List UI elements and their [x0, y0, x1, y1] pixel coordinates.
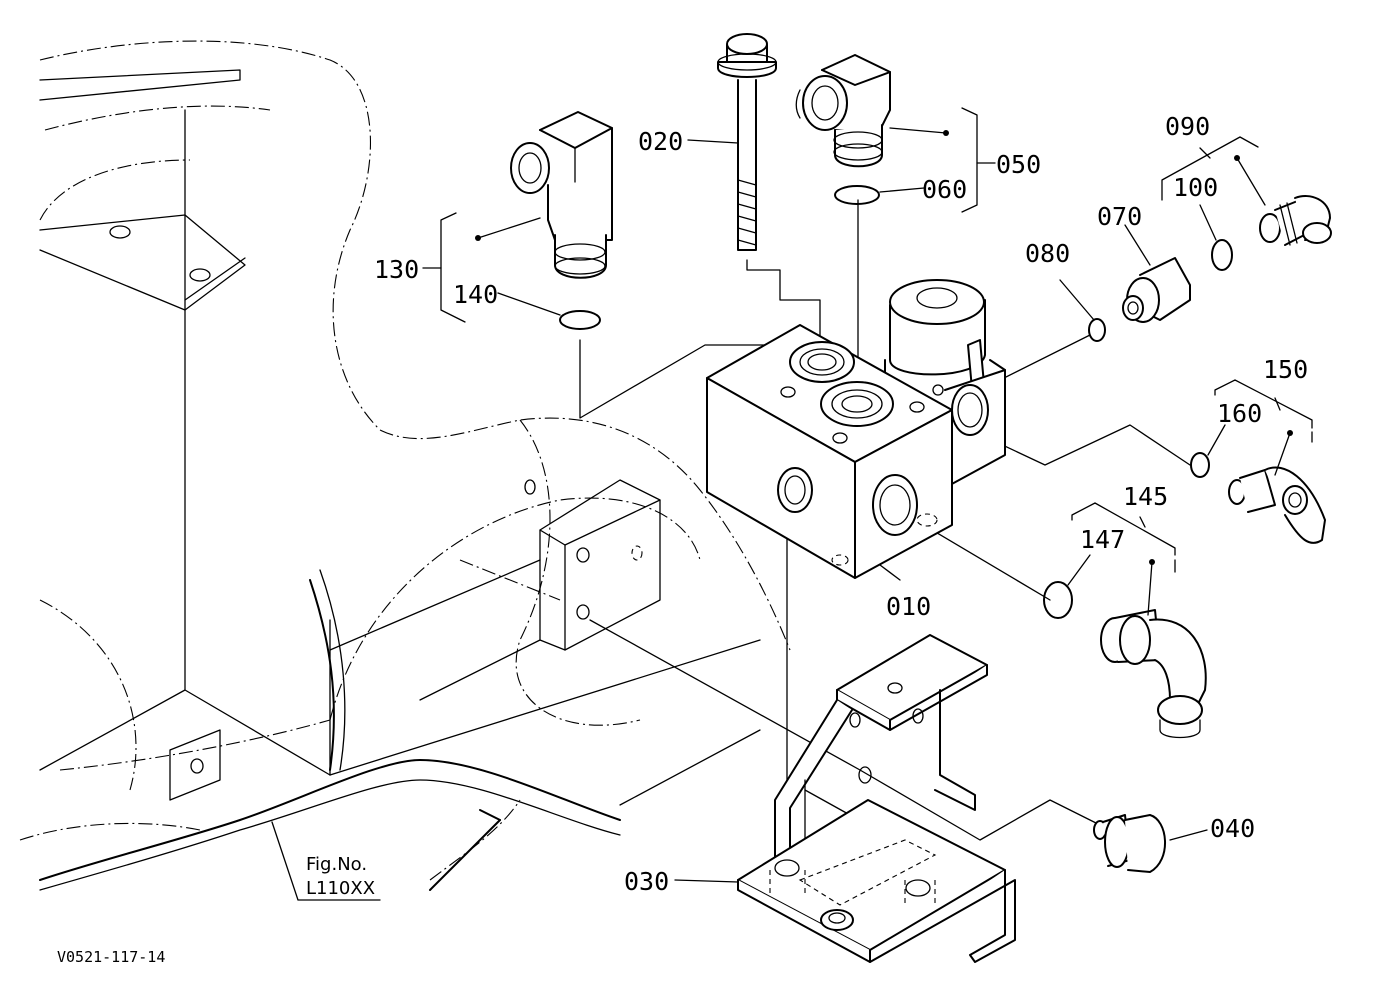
- label-050: 050: [996, 150, 1041, 179]
- label-060: 060: [922, 175, 967, 204]
- group-brackets: [422, 107, 1313, 616]
- label-010: 010: [886, 592, 931, 621]
- figure-reference: Fig.No. L110XX: [306, 854, 375, 899]
- elbow-fitting-145: [1100, 609, 1207, 739]
- frame-background: [19, 40, 791, 901]
- valve-block-010: [706, 279, 1006, 579]
- elbow-fitting-150: [1228, 466, 1326, 544]
- callout-leaders: [497, 139, 1226, 883]
- label-160: 160: [1217, 399, 1262, 428]
- o-ring-060: [834, 185, 880, 205]
- label-150: 150: [1263, 355, 1308, 384]
- label-140: 140: [453, 280, 498, 309]
- plug-040: [1093, 814, 1166, 873]
- label-070: 070: [1097, 202, 1142, 231]
- bolt-020: [717, 33, 777, 251]
- fig-no-label: Fig.No.: [306, 854, 367, 875]
- label-090: 090: [1165, 112, 1210, 141]
- adapter-070: [1122, 257, 1191, 323]
- fig-no-value: L110XX: [306, 878, 375, 899]
- label-130: 130: [374, 255, 419, 284]
- label-030: 030: [624, 867, 669, 896]
- o-ring-147: [1043, 581, 1073, 619]
- label-080: 080: [1025, 239, 1070, 268]
- callout-labels: 020 050 060 090 100 070 080 130 140 150 …: [374, 112, 1308, 896]
- label-145: 145: [1123, 482, 1168, 511]
- o-ring-160: [1190, 452, 1210, 478]
- elbow-fitting-090: [1259, 195, 1332, 246]
- o-ring-100: [1211, 239, 1233, 271]
- o-ring-080: [1088, 318, 1106, 342]
- label-147: 147: [1080, 525, 1125, 554]
- label-040: 040: [1210, 814, 1255, 843]
- label-020: 020: [638, 127, 683, 156]
- pressure-switch-130: [510, 111, 613, 279]
- drawing-code: V0521-117-14: [57, 948, 165, 966]
- elbow-fitting-050: [795, 54, 891, 168]
- o-ring-140: [559, 310, 601, 330]
- label-100: 100: [1173, 173, 1218, 202]
- bracket-030: [737, 634, 1016, 963]
